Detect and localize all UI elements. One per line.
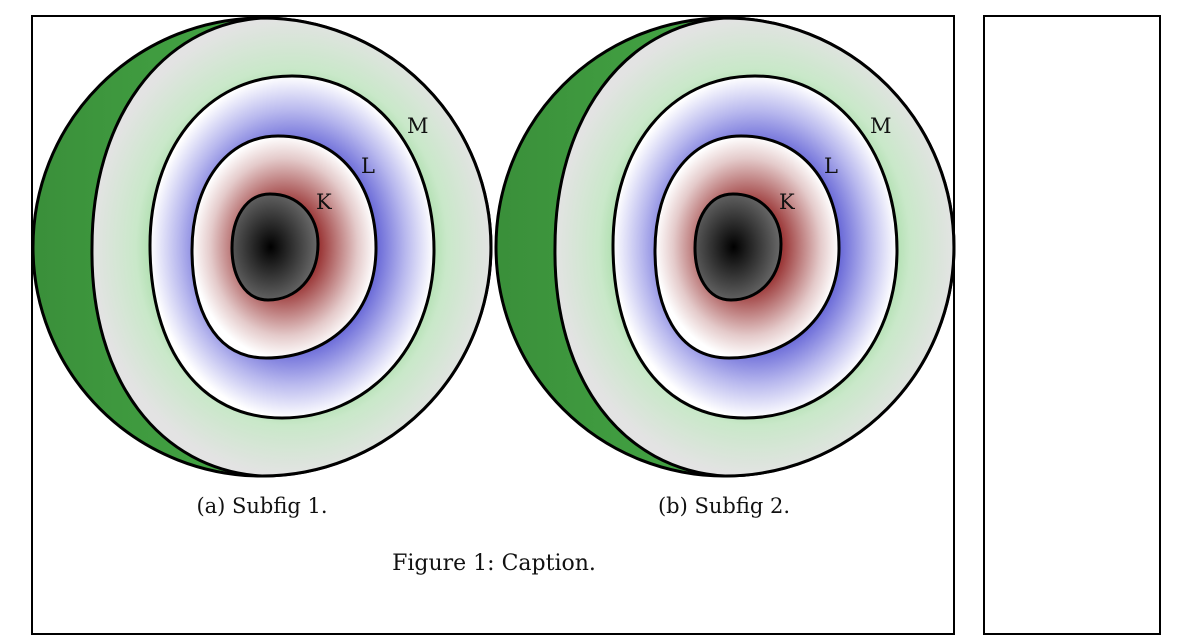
subfig-b-atom: M L K: [494, 16, 956, 478]
label-m: M: [407, 114, 429, 138]
nucleus: [230, 192, 320, 302]
label-m: M: [870, 114, 892, 138]
atom-diagram: M L K M L K: [31, 16, 956, 478]
subfig-b-caption: (b) Subfig 2.: [657, 494, 791, 518]
label-l: L: [361, 154, 375, 178]
side-panel-frame: [983, 15, 1161, 635]
subfig-a-atom: M L K: [31, 16, 493, 478]
subfig-a-caption: (a) Subfig 1.: [196, 494, 328, 518]
label-l: L: [824, 154, 838, 178]
figure-caption: Figure 1: Caption.: [392, 551, 596, 576]
label-k: K: [316, 190, 332, 214]
nucleus: [693, 192, 783, 302]
label-k: K: [779, 190, 795, 214]
